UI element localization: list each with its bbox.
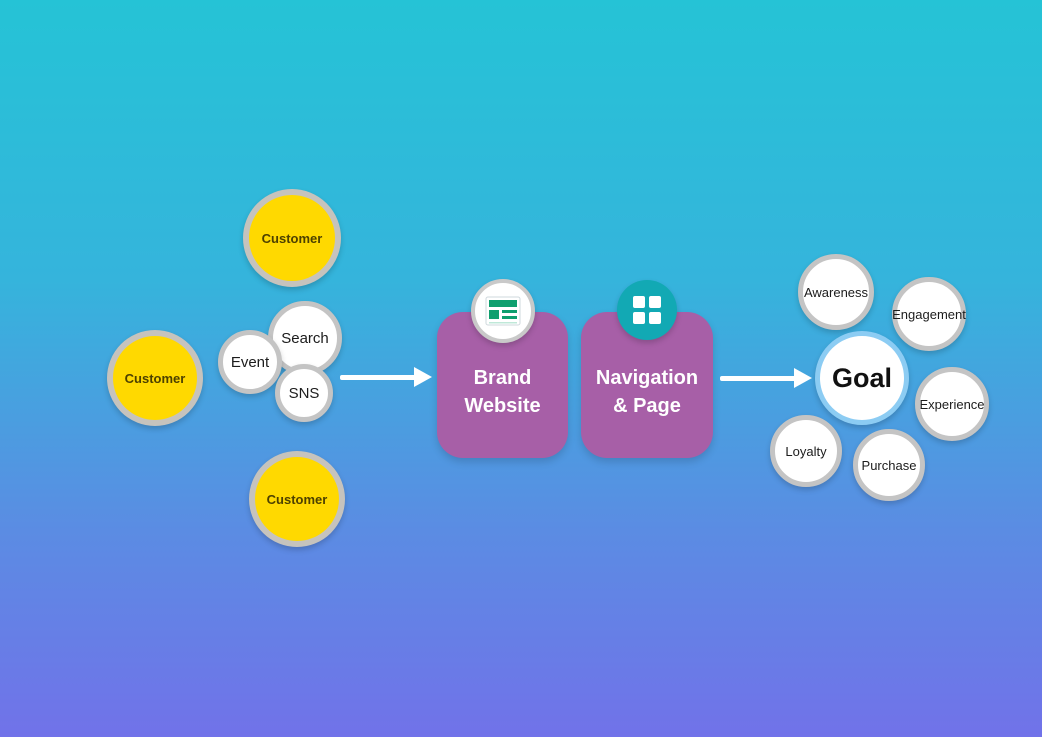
node-customer-left: Customer: [107, 330, 203, 426]
node-sns-label: SNS: [288, 384, 320, 402]
grid-cell: [649, 296, 661, 308]
stage-brand-website-line1: Brand: [473, 367, 532, 389]
stage-brand-website: Brand Website: [437, 312, 568, 458]
arrow-to-goal-head: [794, 368, 812, 388]
node-customer-left-label: Customer: [124, 370, 186, 386]
stage-brand-website-line2: Website: [464, 395, 541, 417]
node-goal: Goal: [815, 331, 909, 425]
node-customer-top: Customer: [243, 189, 341, 287]
node-awareness: Awareness: [798, 254, 874, 330]
node-goal-label: Goal: [831, 362, 892, 393]
stage-navigation-page-line2: & Page: [613, 395, 681, 417]
node-sns: SNS: [275, 364, 333, 422]
node-event: Event: [218, 330, 282, 394]
grid-window-icon: [633, 296, 661, 324]
node-experience: Experience: [915, 367, 989, 441]
node-customer-bottom: Customer: [249, 451, 345, 547]
node-customer-bottom-label: Customer: [266, 491, 328, 507]
node-loyalty-label: Loyalty: [785, 443, 827, 459]
grid-cell: [633, 296, 645, 308]
node-experience-label: Experience: [919, 396, 985, 412]
brand-website-icon-circle: [471, 279, 535, 343]
node-awareness-label: Awareness: [803, 284, 869, 300]
node-event-label: Event: [230, 353, 270, 371]
node-engagement-label: Engagement: [892, 306, 966, 322]
stage-navigation-page-line1: Navigation: [595, 367, 699, 389]
navigation-page-icon-circle: [617, 280, 677, 340]
grid-cell: [633, 312, 645, 324]
node-customer-top-label: Customer: [261, 230, 323, 246]
grid-cell: [649, 312, 661, 324]
browser-document-icon: [485, 296, 521, 326]
node-purchase-label: Purchase: [861, 457, 917, 473]
arrow-to-brand-website-head: [414, 367, 432, 387]
node-engagement: Engagement: [892, 277, 966, 351]
node-loyalty: Loyalty: [770, 415, 842, 487]
arrow-to-goal-line: [720, 376, 796, 381]
arrow-to-brand-website-line: [340, 375, 416, 380]
node-purchase: Purchase: [853, 429, 925, 501]
node-search-label: Search: [281, 329, 329, 347]
